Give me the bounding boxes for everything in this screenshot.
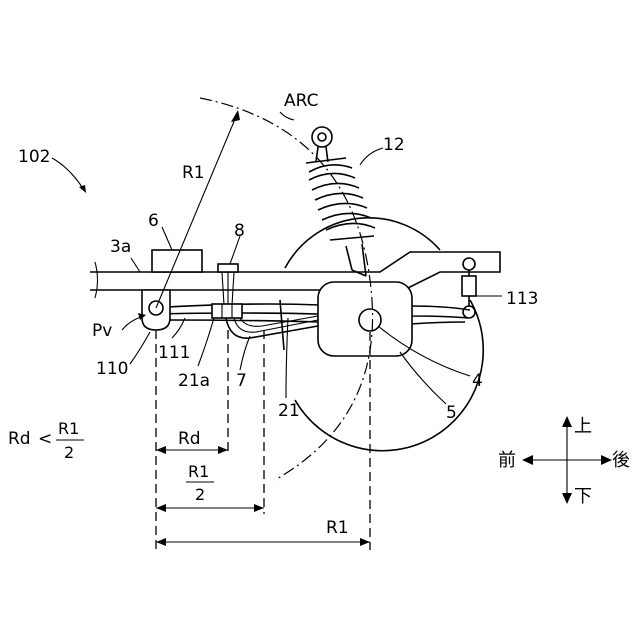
label-r1-radius: R1 xyxy=(182,163,205,183)
label-6: 6 xyxy=(148,211,159,231)
label-110: 110 xyxy=(96,359,128,379)
condition-lhs: Rd xyxy=(8,429,31,449)
label-7: 7 xyxy=(236,371,247,391)
label-21a: 21a xyxy=(178,371,210,391)
component-6-box xyxy=(152,250,202,272)
label-pv: Pv xyxy=(92,321,112,341)
label-8: 8 xyxy=(234,221,245,241)
label-21: 21 xyxy=(278,401,300,421)
axle-housing-5 xyxy=(318,282,412,356)
label-3a: 3a xyxy=(110,237,131,257)
label-102: 102 xyxy=(18,147,50,167)
dim-rd-label: Rd xyxy=(178,429,201,449)
dir-down: 下 xyxy=(574,486,592,507)
condition-op: < xyxy=(38,429,52,449)
dim-r1-label: R1 xyxy=(326,518,349,538)
label-12: 12 xyxy=(383,135,405,155)
condition-den: 2 xyxy=(64,443,74,462)
dim-half-den: 2 xyxy=(195,485,205,504)
pivot-bracket xyxy=(142,290,170,330)
component-8-connector xyxy=(218,264,238,305)
connector-21a xyxy=(212,304,242,318)
label-111: 111 xyxy=(158,343,190,363)
dir-up: 上 xyxy=(574,416,592,437)
label-arc: ARC xyxy=(284,91,318,111)
radius-r1-arrow xyxy=(156,110,240,308)
label-5: 5 xyxy=(446,403,457,423)
dir-front: 前 xyxy=(498,450,516,471)
condition-num: R1 xyxy=(58,419,79,438)
direction-compass xyxy=(522,416,612,504)
dimension-half-r1 xyxy=(156,482,264,512)
label-113: 113 xyxy=(506,289,538,309)
dim-half-num: R1 xyxy=(188,462,209,481)
label-4: 4 xyxy=(472,371,483,391)
shock-absorber-12 xyxy=(306,127,375,276)
condition-formula: Rd < R1 2 xyxy=(8,419,84,462)
dimension-r1 xyxy=(156,538,370,546)
dir-rear: 後 xyxy=(612,450,630,471)
